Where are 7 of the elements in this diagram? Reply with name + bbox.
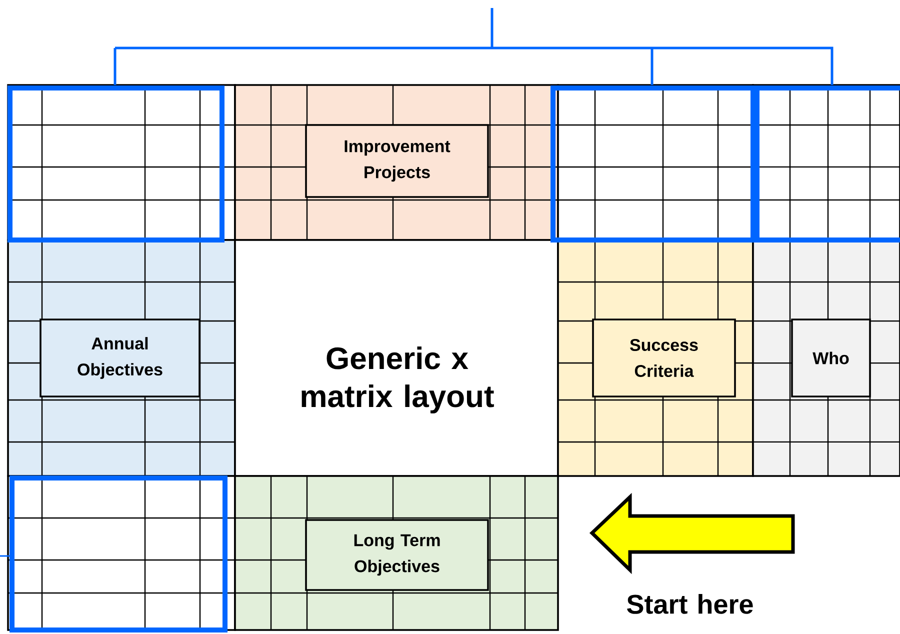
label-box: Annual Objectives (40, 318, 200, 398)
label-box: Improvement Projects (305, 124, 489, 198)
label-box: Who (791, 318, 871, 398)
title-text: Generic x matrix layout (302, 346, 494, 414)
label-box: Success Criteria (592, 318, 736, 398)
start-label: Start here (627, 594, 753, 614)
label-box: Long Term Objectives (305, 519, 489, 591)
